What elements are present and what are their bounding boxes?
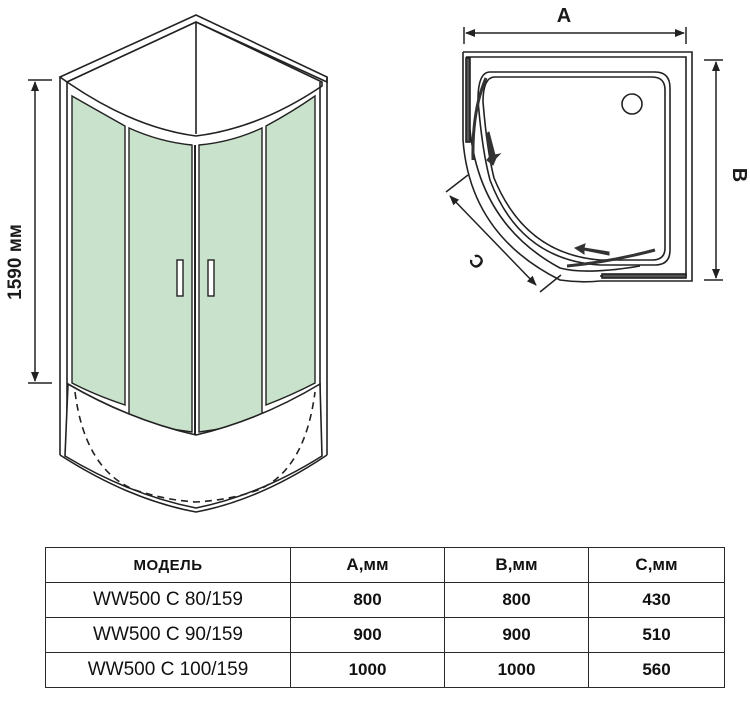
dimension-b-label: B — [728, 168, 750, 182]
header-model: МОДЕЛЬ — [45, 547, 291, 583]
cell-c: 510 — [588, 617, 725, 653]
shower-tray — [59, 382, 328, 513]
cell-c: 560 — [588, 652, 725, 688]
cell-b: 1000 — [444, 652, 589, 688]
front-view: 1590 мм — [5, 14, 328, 513]
cell-b: 900 — [444, 617, 589, 653]
cell-model: WW500 C 80/159 — [45, 582, 291, 618]
cell-b: 800 — [444, 582, 589, 618]
dimension-a-label: A — [557, 5, 571, 27]
dimension-c-label: C — [465, 250, 488, 273]
height-dimension — [28, 79, 52, 384]
slide-arrows — [485, 131, 610, 256]
height-label: 1590 мм — [5, 224, 26, 300]
cell-a: 800 — [290, 582, 445, 618]
header-b: B,мм — [444, 547, 589, 583]
spec-table: МОДЕЛЬ A,мм B,мм C,мм WW500 C 80/159 800… — [45, 547, 725, 688]
dimension-a — [463, 27, 687, 44]
header-c: C,мм — [588, 547, 725, 583]
table-row: WW500 C 100/159 1000 1000 560 — [45, 652, 725, 688]
cell-model: WW500 C 100/159 — [45, 652, 291, 688]
header-a: A,мм — [290, 547, 445, 583]
table-row: WW500 C 90/159 900 900 510 — [45, 617, 725, 653]
door-handles — [176, 259, 215, 297]
cell-c: 430 — [588, 582, 725, 618]
dimension-b — [704, 59, 723, 281]
cell-a: 1000 — [290, 652, 445, 688]
table-row: WW500 C 80/159 800 800 430 — [45, 582, 725, 618]
dimension-c — [445, 174, 562, 293]
table-header-row: МОДЕЛЬ A,мм B,мм C,мм — [45, 547, 725, 583]
cell-model: WW500 C 90/159 — [45, 617, 291, 653]
top-view: A B C — [445, 5, 750, 293]
glass-panels — [71, 94, 316, 435]
cell-a: 900 — [290, 617, 445, 653]
